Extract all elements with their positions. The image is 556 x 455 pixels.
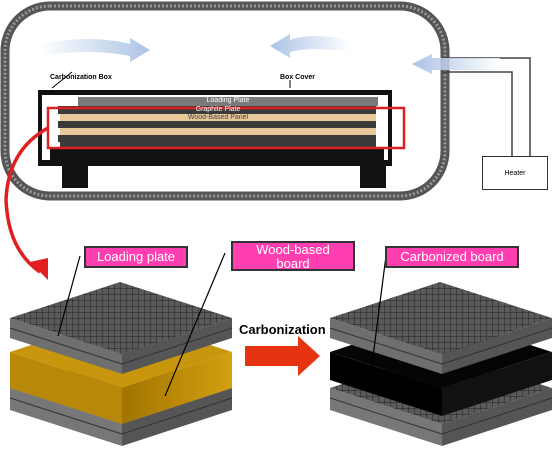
carbonization-box-label: Carbonization Box [50,74,112,81]
carbonization-process-label: Carbonization [239,322,326,337]
process-arrow [245,336,320,376]
heater-duct [442,57,531,159]
furnace-shell [0,1,450,201]
furnace-plate-stack [50,97,384,160]
graphite-plate-label: Graphite Plate [195,106,241,113]
box-cover-label: Box Cover [280,74,316,81]
carbonized-board-tag: Carbonized board [385,246,519,268]
wood-based-board-tag: Wood-based board [231,241,355,271]
airflow-arrows [40,34,500,74]
loading-plate-tag: Loading plate [84,246,188,268]
wood-board-line2: board [276,256,310,272]
stack-after [329,255,553,446]
wood-board-line1: Wood-based [256,242,330,257]
loading-plate-label: Loading Plate [206,97,250,104]
wood-panel-label: Wood-Based Panel [187,114,249,121]
heater-box: Heater [482,156,548,190]
highlight-region [4,106,406,280]
stack-before [9,252,233,446]
carbonization-box [38,71,392,188]
